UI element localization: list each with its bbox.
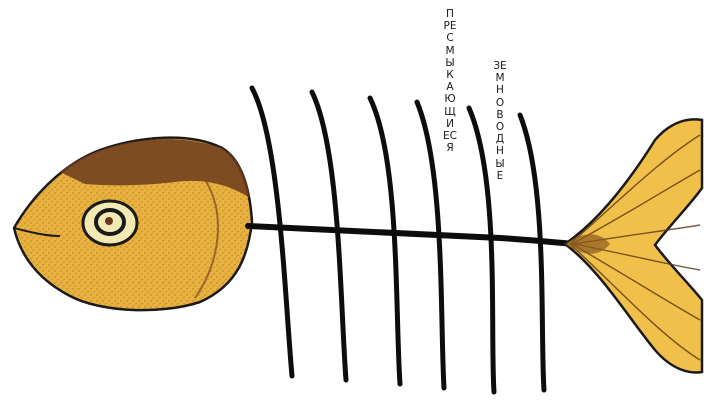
fish-eye-icon: [83, 201, 137, 245]
label-amphibians: ЗЕМНОВОДНЫЕ: [493, 60, 507, 182]
rib-6: [520, 115, 544, 390]
fish-spine: [248, 226, 575, 244]
label-reptiles: ПРЕСМЫКАЮЩИЕСЯ: [443, 8, 457, 154]
rib-4: [417, 102, 444, 388]
rib-1: [252, 88, 292, 376]
fish-tail: [565, 119, 702, 372]
rib-2: [312, 92, 346, 380]
rib-3: [370, 98, 400, 384]
rib-5: [469, 108, 494, 392]
